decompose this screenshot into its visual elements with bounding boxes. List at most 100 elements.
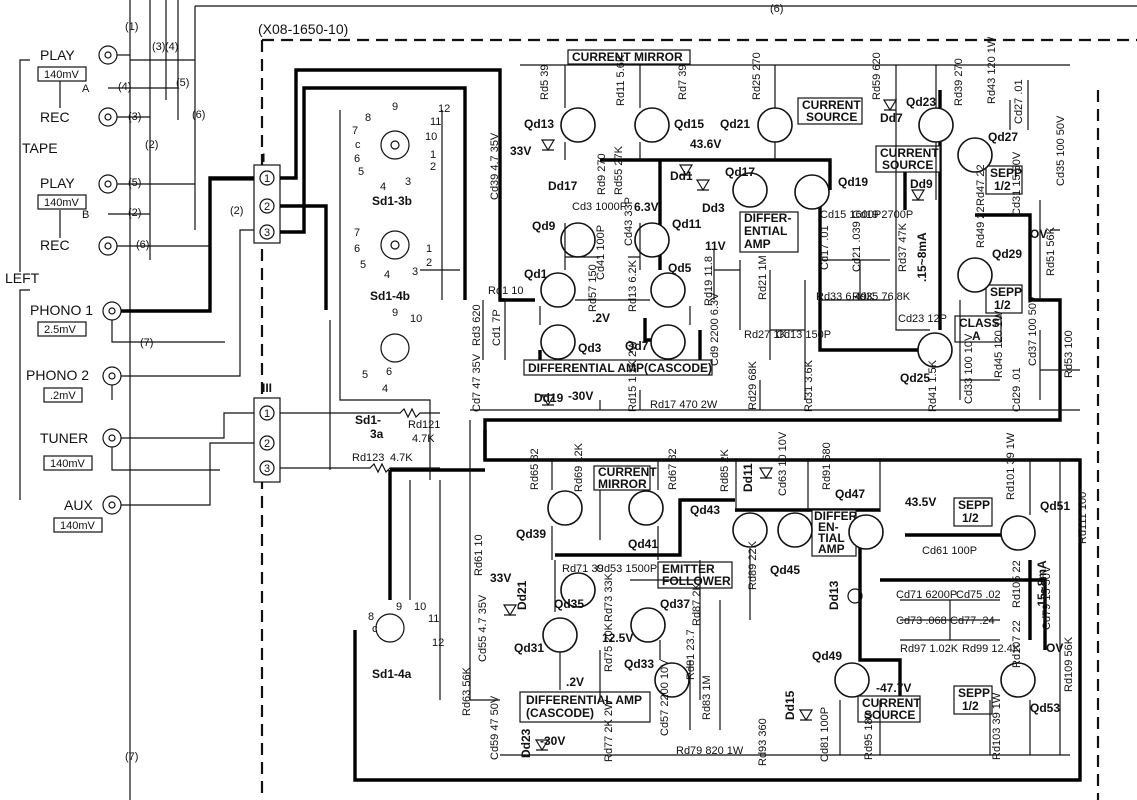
part-label: Rd43 120 1W xyxy=(986,36,998,104)
left-bus-lines xyxy=(129,0,196,800)
switch-pos: 5 xyxy=(358,166,364,178)
block-diff-amp-cascode: DIFFERENTIAL AMP xyxy=(526,693,642,707)
switch-pos: 2 xyxy=(426,257,432,269)
wire-marker: (6) xyxy=(136,239,149,251)
part-label: Rd73 33K xyxy=(603,572,615,622)
transistor-label: Qd3 xyxy=(578,341,602,355)
diode-label: Dd7 xyxy=(880,111,903,125)
part-label: Rd91 680 xyxy=(821,442,833,490)
block-current-source-2: SOURCE xyxy=(864,708,915,722)
block-current-source-b-2: SOURCE xyxy=(882,158,933,172)
part-label: Cd21 .039 xyxy=(851,221,863,272)
part-label: Cd61 100P xyxy=(922,545,977,557)
transistor-label: Qd19 xyxy=(838,175,868,189)
switch-pos: 11 xyxy=(430,116,441,128)
block-sepp: SEPP xyxy=(990,166,1022,180)
marker-6-top: (6) xyxy=(770,3,783,15)
switch-pos: c xyxy=(355,139,361,151)
part-label: Rd67 82 xyxy=(667,448,679,490)
part-label: Rd107 22 xyxy=(1011,620,1023,668)
part-label: Cd29 .01 xyxy=(1011,367,1023,412)
voltage-label: -30V xyxy=(540,734,565,748)
block-sepp-b: SEPP xyxy=(990,285,1022,299)
part-label: Cd73 .068 xyxy=(896,615,947,627)
part-label: Rd75 20K xyxy=(603,622,615,672)
transistor-label: Qd35 xyxy=(554,597,584,611)
switch-pos: 7 xyxy=(354,227,360,239)
connector-label: I xyxy=(262,151,265,165)
jack-label: PHONO 2 xyxy=(26,367,89,383)
part-label: Rd77 2K 2W xyxy=(603,699,615,762)
resistor-label: Rd121 xyxy=(408,419,440,431)
block-diff-amp-cascode: DIFFERENTIAL AMP(CASCODE) xyxy=(528,361,712,375)
switch-pos: 1 xyxy=(426,243,432,255)
block-current-source: CURRENT xyxy=(802,98,861,112)
block-sepp-b-2: 1/2 xyxy=(962,699,979,713)
diode-label: Dd15 xyxy=(783,690,797,720)
jack-phono-2: PHONO 2 .2mV xyxy=(26,366,122,403)
switch-pos: 12 xyxy=(432,637,444,649)
block-sepp: SEPP xyxy=(958,498,990,512)
transistor-label: Qd15 xyxy=(674,117,704,131)
switch-label: Sd1-4a xyxy=(372,667,412,681)
switch-sd1-4a: 8 c 9 10 11 12 Sd1-4a xyxy=(368,601,444,681)
part-label: Rd89 22K xyxy=(747,540,759,590)
jack-level: 140mV xyxy=(60,520,96,532)
block-emitter-follower: EMITTER xyxy=(662,562,715,576)
switch-pos: 9 xyxy=(392,307,398,319)
transistor-label: Qd23 xyxy=(906,95,936,109)
block-diff-amp-2: EN- xyxy=(818,520,839,534)
block-sepp-b-2: 1/2 xyxy=(994,298,1011,312)
part-label: Cd9 2200 6.3V xyxy=(709,292,721,366)
part-label: Rd13 6.2K xyxy=(627,259,639,312)
jack-rec-b: REC xyxy=(40,236,210,256)
transistor-label: Qd11 xyxy=(672,217,702,231)
jack-aux: AUX 140mV xyxy=(53,495,122,533)
jack-level: 140mV xyxy=(44,197,80,209)
connector-i: I 1 2 3 xyxy=(253,151,281,244)
pin-label: 3 xyxy=(264,227,270,239)
jack-label: REC xyxy=(40,237,70,253)
part-label: Cd75 .02 xyxy=(956,589,1001,601)
jack-tuner: TUNER 140mV xyxy=(40,428,122,471)
switch-pos: 5 xyxy=(362,369,368,381)
transistor-label: Qd33 xyxy=(624,657,654,671)
part-label: Rd69 12K xyxy=(573,442,585,492)
transistor-label: Qd25 xyxy=(900,371,930,385)
jack-level: 140mV xyxy=(50,458,86,470)
block-class-a-2: A xyxy=(972,329,981,343)
part-label: Cd3 1000P xyxy=(572,201,627,213)
jack-label: PLAY xyxy=(40,175,75,191)
voltage-label: 11V xyxy=(705,239,726,253)
switch-label-sub: 3a xyxy=(370,427,384,441)
part-label: Cd43 33P xyxy=(623,197,635,246)
diode-label: Dd3 xyxy=(702,201,725,215)
switch-label: Sd1-3b xyxy=(372,194,412,208)
part-label: Rd87 2K xyxy=(691,583,703,626)
wire-marker: (4) xyxy=(118,81,131,93)
tape-b-label: B xyxy=(82,209,89,221)
part-label: Rd61 10 xyxy=(473,534,485,576)
transistor-label: Qd9 xyxy=(532,219,556,233)
part-label: Cd15 1600P xyxy=(820,209,881,221)
voltage-label: -30V xyxy=(568,389,593,403)
voltage-label: 43.5V xyxy=(905,495,936,509)
part-label: Cd77 .24 xyxy=(950,615,995,627)
part-label: Rd103 39 1W xyxy=(991,692,1003,760)
part-label: Cd23 12P xyxy=(898,313,947,325)
block-class-a: CLASS xyxy=(959,316,1000,330)
voltage-label: .15~8mA xyxy=(1035,560,1049,610)
switch-pos: 9 xyxy=(392,101,398,113)
lower-component-labels: Rd65 82 Rd69 12K Rd67 82 Rd85 2K Cd63 10… xyxy=(461,431,1089,766)
pin-label: 1 xyxy=(264,173,270,185)
switch-pos: 11 xyxy=(428,613,439,625)
pin-label: 2 xyxy=(264,201,270,213)
part-label: Rd33 6.49K xyxy=(816,291,875,303)
transistor-label: Qd49 xyxy=(812,649,842,663)
part-label: Rd31 3.6K xyxy=(803,359,815,412)
part-label: Rd1 10 xyxy=(488,285,523,297)
switch-pos: 10 xyxy=(414,601,426,613)
voltage-label: .15~8mA xyxy=(915,232,929,282)
part-label: Rd105 22 xyxy=(1011,560,1023,608)
switch-label: Sd1-4b xyxy=(370,289,410,303)
